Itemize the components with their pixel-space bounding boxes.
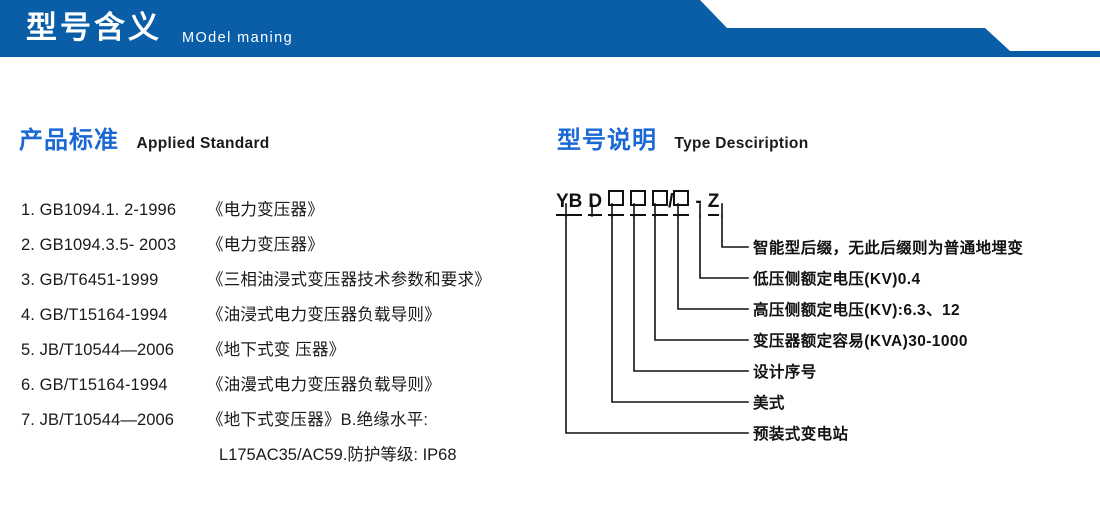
list-item: 5. JB/T10544—2006 《地下式变 压器》 (21, 336, 561, 371)
standard-title: 《地下式变压器》B.绝缘水平: (207, 411, 429, 429)
list-item: 7. JB/T10544—2006 《地下式变压器》B.绝缘水平: (21, 406, 561, 441)
list-item: 2. GB1094.3.5- 2003 《电力变压器》 (21, 231, 561, 266)
standard-number: GB1094.3.5- 2003 (39, 236, 177, 254)
page-title: 型号含义 (26, 10, 162, 45)
type-description-heading-en: Type Desciription (674, 135, 809, 152)
standard-index: 2. (21, 236, 35, 254)
list-item: 1. GB1094.1. 2-1996 《电力变压器》 (21, 196, 561, 231)
code-segment-box-4 (673, 190, 690, 216)
standard-index: 1. (21, 201, 35, 219)
standard-index: 7. (21, 411, 35, 429)
code-placeholder-box (630, 190, 647, 206)
standard-code: 6. GB/T15164-1994 (21, 376, 207, 395)
code-segment-box-3 (652, 190, 669, 216)
leader-label-prefab-substation: 预装式变电站 (753, 426, 849, 443)
standard-number: GB/T15164-1994 (39, 306, 168, 324)
standard-code: 3. GB/T6451-1999 (21, 271, 207, 290)
standard-title: 《油浸式电力变压器负载导则》 (207, 306, 441, 324)
standard-index: 4. (21, 306, 35, 324)
standard-title: 《地下式变 压器》 (207, 341, 346, 359)
standard-title: 《三相油浸式变压器技术参数和要求》 (207, 271, 491, 289)
code-placeholder-box (652, 190, 669, 206)
code-segment-box-2 (630, 190, 647, 216)
leader-label-design-serial: 设计序号 (753, 364, 817, 381)
standard-number: JB/T10544—2006 (39, 411, 175, 429)
standard-code: 4. GB/T15164-1994 (21, 306, 207, 325)
leader-label-smart-suffix: 智能型后缀，无此后缀则为普通地埋变 (753, 240, 1024, 257)
code-segment-yb: YB (556, 191, 583, 216)
standard-index: 5. (21, 341, 35, 359)
list-item: 6. GB/T15164-1994 《油漫式电力变压器负载导则》 (21, 371, 561, 406)
standard-index: 3. (21, 271, 35, 289)
code-segment-z: Z (707, 191, 720, 216)
standards-list: 1. GB1094.1. 2-1996 《电力变压器》 2. GB1094.3.… (21, 196, 561, 476)
type-description-heading: 型号说明 Type Desciription (557, 120, 808, 155)
leader-label-rated-capacity: 变压器额定容易(KVA)30-1000 (753, 333, 968, 350)
standard-number: GB/T6451-1999 (39, 271, 159, 289)
standards-heading-cn: 产品标准 (19, 127, 119, 154)
leader-label-american-type: 美式 (753, 395, 785, 412)
standard-code: 5. JB/T10544—2006 (21, 341, 207, 360)
standard-number: JB/T10544—2006 (39, 341, 175, 359)
standard-number: GB1094.1. 2-1996 (39, 201, 177, 219)
standard-code: 2. GB1094.3.5- 2003 (21, 236, 207, 255)
list-item: 4. GB/T15164-1994 《油浸式电力变压器负载导则》 (21, 301, 561, 336)
leader-lines (565, 203, 749, 434)
standard-index: 6. (21, 376, 35, 394)
page-header: 型号含义 MOdel maning (0, 0, 1100, 60)
standard-title: 《电力变压器》 (207, 201, 324, 219)
header-banner-shape (0, 0, 1100, 57)
code-dash: - (695, 191, 702, 212)
leader-label-hv-rated-voltage: 高压侧额定电压(KV):6.3、12 (753, 302, 961, 319)
standard-code: 7. JB/T10544—2006 (21, 411, 207, 430)
leader-label-lv-rated-voltage: 低压侧额定电压(KV)0.4 (753, 271, 921, 288)
page-subtitle: MOdel maning (182, 30, 294, 46)
code-slash: / (668, 191, 674, 212)
code-segment-box-1 (608, 190, 625, 216)
standard-code: 1. GB1094.1. 2-1996 (21, 201, 207, 220)
type-description-heading-cn: 型号说明 (557, 127, 657, 154)
standard-number: GB/T15164-1994 (39, 376, 168, 394)
standard-continuation-line: L175AC35/AC59.防护等级: IP68 (219, 446, 457, 464)
standards-heading: 产品标准 Applied Standard (19, 120, 270, 155)
standard-title: 《油漫式电力变压器负载导则》 (207, 376, 441, 394)
standards-heading-en: Applied Standard (136, 135, 270, 152)
code-placeholder-box (673, 190, 690, 206)
standard-title: 《电力变压器》 (207, 236, 324, 254)
list-item: 3. GB/T6451-1999 《三相油浸式变压器技术参数和要求》 (21, 266, 561, 301)
code-placeholder-box (608, 190, 625, 206)
